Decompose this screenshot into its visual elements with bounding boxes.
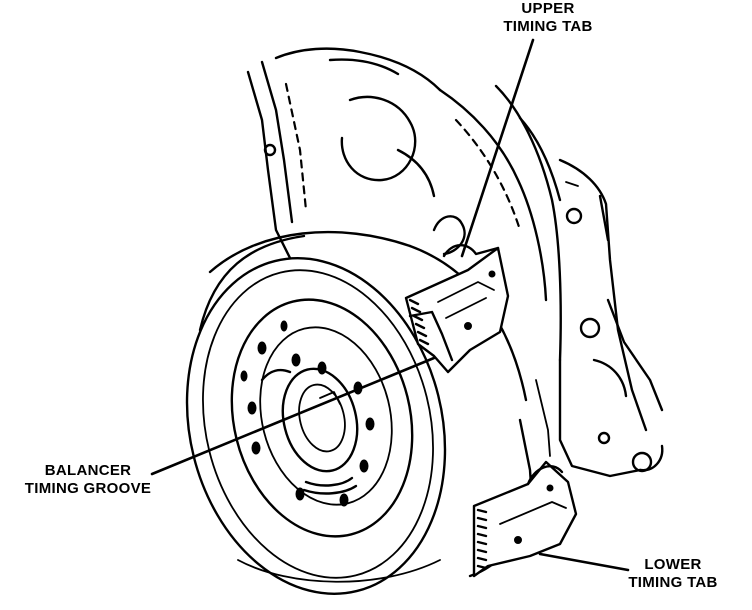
upper-timing-tab-label-line2: TIMING TAB — [503, 18, 593, 35]
upper-timing-tab-label-line1: UPPER — [521, 0, 575, 17]
balancer-timing-groove-label: BALANCER TIMING GROOVE — [0, 462, 176, 498]
lower-timing-tab-label-line2: TIMING TAB — [628, 574, 718, 591]
upper-timing-tab-label: UPPER TIMING TAB — [478, 0, 618, 36]
balancer-timing-groove-label-line2: TIMING GROOVE — [24, 480, 152, 497]
balancer-timing-groove-leader — [150, 356, 436, 476]
lower-timing-tab-label: LOWER TIMING TAB — [598, 556, 748, 592]
lower-timing-tab-leader — [538, 552, 630, 572]
upper-timing-tab — [404, 244, 510, 374]
lower-timing-tab — [472, 460, 578, 578]
balancer-timing-groove-label-line1: BALANCER — [44, 462, 132, 479]
engine-front-cover — [246, 47, 664, 502]
upper-timing-tab-leader — [460, 38, 535, 258]
lower-timing-tab-label-line1: LOWER — [644, 556, 702, 573]
